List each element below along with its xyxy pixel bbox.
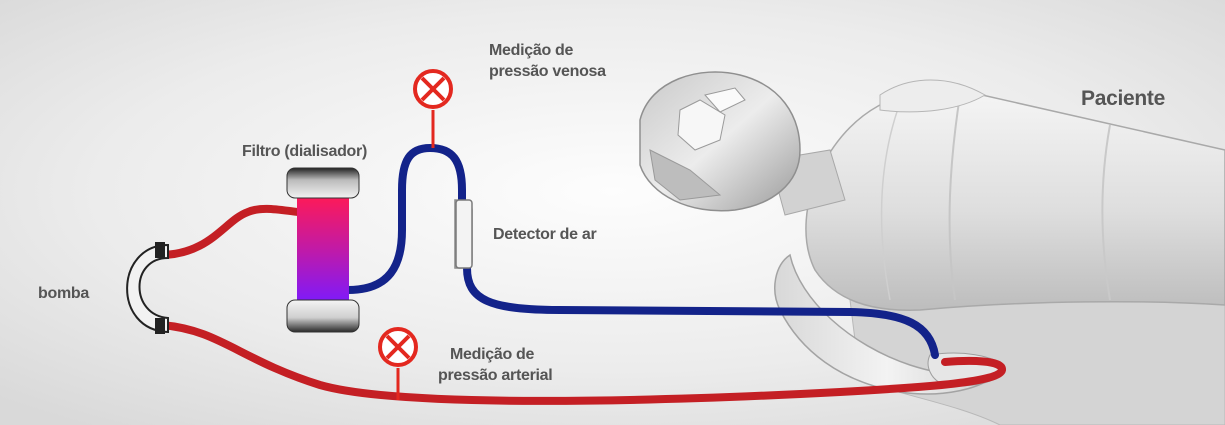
venous-pressure-label-line2: pressão venosa (489, 63, 606, 80)
air-detector-label: Detector de ar (493, 226, 597, 243)
filter-dialyzer-icon (286, 167, 360, 333)
pump-label: bomba (38, 285, 89, 302)
air-detector-icon (454, 199, 473, 269)
pressure-gauge-icon (378, 327, 418, 400)
arterial-pressure-label-line1: Medição de (450, 346, 535, 363)
arterial-line-from-patient (158, 321, 1006, 405)
patient-label: Paciente (1081, 87, 1165, 110)
venous-line-upper (344, 143, 466, 294)
arterial-pressure-label: Medição de pressão arterial (438, 344, 553, 386)
arterial-pressure-label-line2: pressão arterial (438, 367, 553, 384)
pump-icon (126, 242, 169, 334)
pressure-gauge-icon (413, 69, 453, 148)
venous-line-lower (463, 264, 939, 359)
filter-label: Filtro (dialisador) (242, 143, 367, 160)
arterial-line-to-filter (156, 204, 302, 259)
venous-pressure-label: Medição de pressão venosa (489, 40, 606, 82)
venous-pressure-label-line1: Medição de (489, 42, 574, 59)
